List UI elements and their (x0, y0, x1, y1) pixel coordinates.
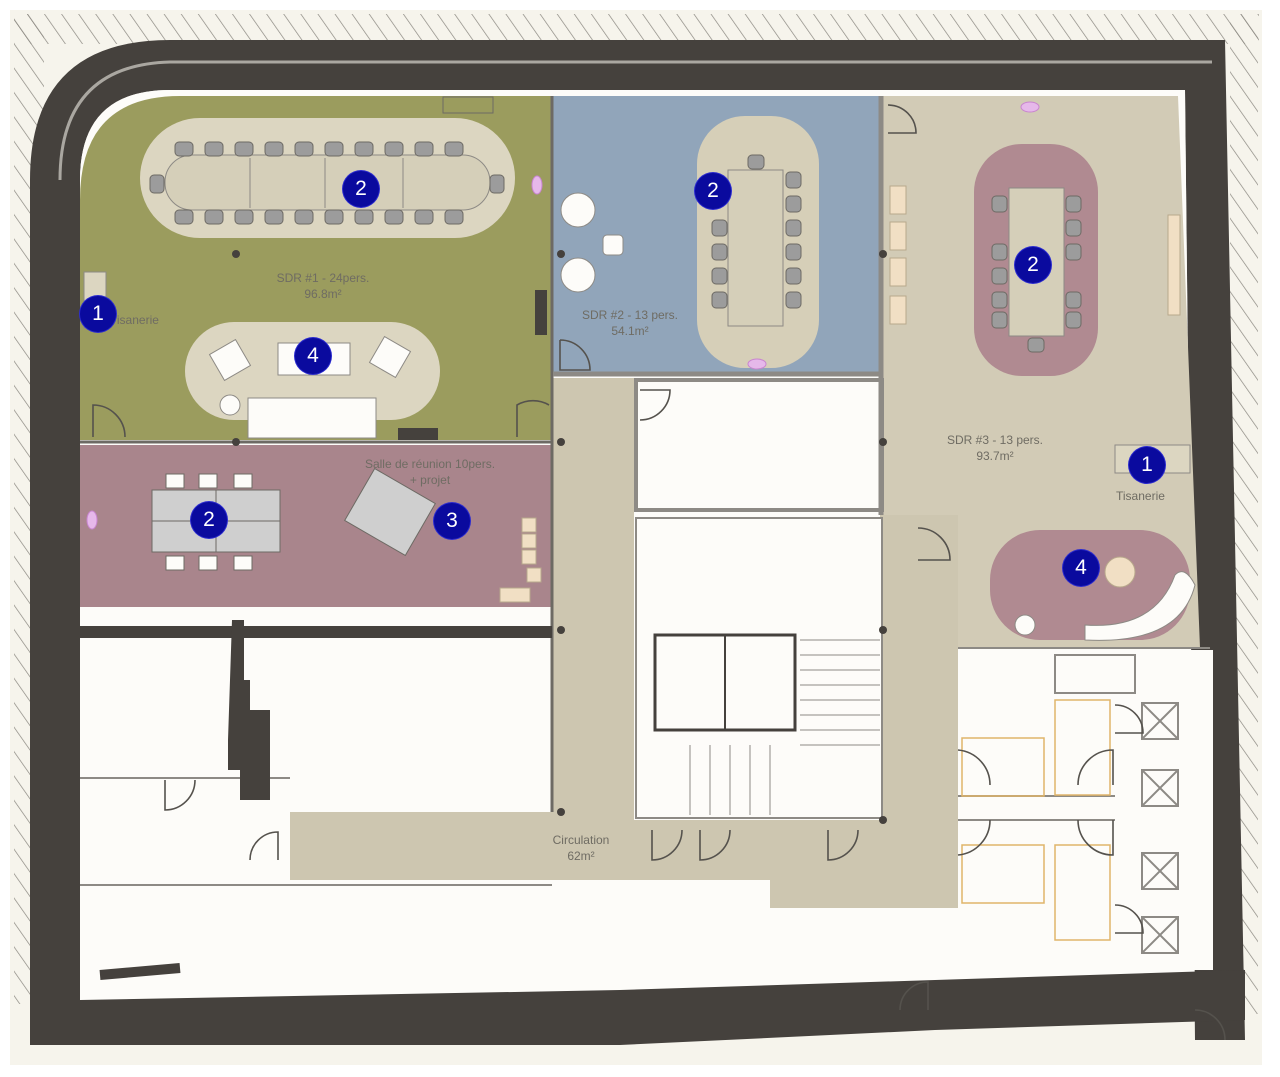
room-area: 93.7m² (976, 449, 1014, 463)
tisanerie-label-right: Tisanerie (1116, 489, 1165, 503)
marker-badge: 1 (80, 296, 116, 332)
marker-badge: 2 (343, 171, 379, 207)
room-label-circulation: Circulation 62m² (531, 832, 631, 864)
room-name: SDR #2 - 13 pers. (581, 308, 679, 322)
tisanerie-label-left: Tisanerie (110, 313, 159, 327)
room-name: Salle de réunion 10pers. (364, 457, 496, 471)
room-sub: + projet (409, 473, 451, 487)
room-area: 96.8m² (304, 287, 342, 301)
room-label-sdr3: SDR #3 - 13 pers. 93.7m² (930, 432, 1060, 464)
marker-badge: 4 (295, 338, 331, 374)
room-label-sdr1: SDR #1 - 24pers. 96.8m² (258, 270, 388, 302)
room-name: SDR #1 - 24pers. (276, 271, 370, 285)
room-area: 54.1m² (611, 324, 649, 338)
room-label-sdr2: SDR #2 - 13 pers. 54.1m² (565, 307, 695, 339)
room-label-meeting: Salle de réunion 10pers. + projet (355, 456, 505, 488)
room-name: SDR #3 - 13 pers. (946, 433, 1044, 447)
room-area: 62m² (567, 849, 595, 863)
marker-badge: 4 (1063, 550, 1099, 586)
marker-badge: 2 (1015, 247, 1051, 283)
marker-badge: 2 (695, 173, 731, 209)
marker-badge: 1 (1129, 447, 1165, 483)
marker-badge: 2 (191, 502, 227, 538)
room-name: Circulation (552, 833, 610, 847)
marker-badge: 3 (434, 503, 470, 539)
